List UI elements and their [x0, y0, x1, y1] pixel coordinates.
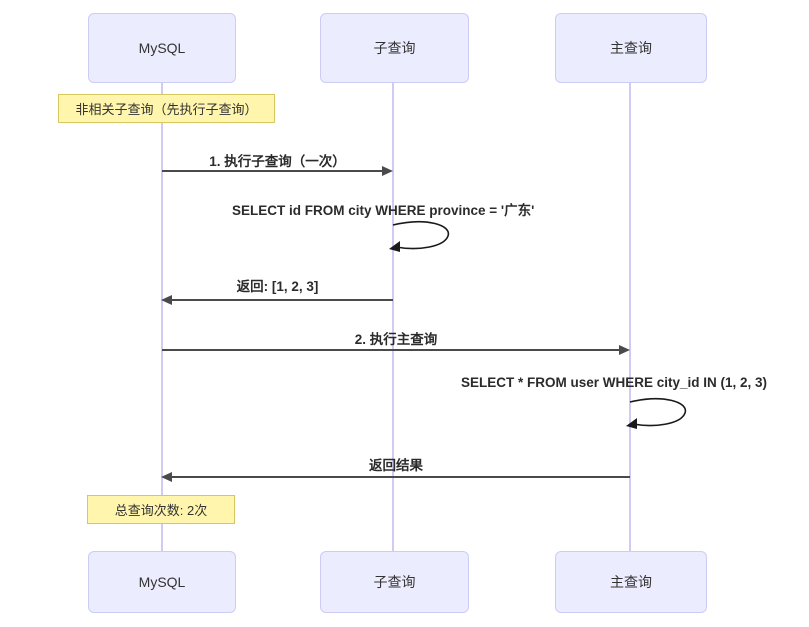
- lifeline-mysql: [161, 83, 163, 553]
- actor-label-subquery-bottom: 子查询: [373, 573, 416, 590]
- message-line-1: [162, 170, 387, 172]
- actor-box-top-mysql[interactable]: MySQL: [88, 13, 236, 83]
- message-2-text: SELECT id FROM city WHERE province = '广东…: [232, 203, 535, 218]
- note-top-text: 非相关子查询（先执行子查询）: [75, 102, 258, 117]
- actor-label-mysql-bottom: MySQL: [138, 573, 186, 590]
- message-label-5: SELECT * FROM user WHERE city_id IN (1, …: [461, 375, 767, 390]
- message-arrowhead-6: [161, 471, 172, 482]
- actor-label-mainquery-bottom: 主查询: [610, 573, 652, 590]
- actor-label-mysql-top: MySQL: [138, 39, 186, 56]
- self-loop-subquery: [389, 221, 450, 252]
- message-6-text: 返回结果: [369, 458, 423, 473]
- actor-box-bottom-subquery[interactable]: 子查询: [320, 551, 469, 613]
- message-line-6: [172, 476, 630, 478]
- message-label-4: 2. 执行主查询: [162, 328, 630, 348]
- message-label-3: 返回: [1, 2, 3]: [162, 275, 393, 295]
- message-arrowhead-1: [382, 165, 393, 176]
- actor-box-bottom-mainquery[interactable]: 主查询: [555, 551, 707, 613]
- message-4-text: 2. 执行主查询: [354, 332, 438, 347]
- message-line-3: [172, 299, 393, 301]
- message-line-4: [162, 349, 624, 351]
- message-label-6: 返回结果: [162, 454, 630, 474]
- note-bottom-text: 总查询次数: 2次: [114, 503, 208, 518]
- message-3-text: 返回: [1, 2, 3]: [236, 279, 319, 294]
- message-arrowhead-4: [619, 344, 630, 355]
- actor-box-top-subquery[interactable]: 子查询: [320, 13, 469, 83]
- self-loop-mainquery: [626, 398, 687, 429]
- actor-label-mainquery-top: 主查询: [610, 39, 652, 56]
- note-noncorrelated-subquery: 非相关子查询（先执行子查询）: [58, 94, 275, 123]
- note-total-query-count: 总查询次数: 2次: [87, 495, 235, 524]
- message-label-1: 1. 执行子查询（一次）: [162, 150, 393, 170]
- message-5-text: SELECT * FROM user WHERE city_id IN (1, …: [461, 375, 768, 390]
- lifeline-subquery: [392, 83, 394, 553]
- actor-label-subquery-top: 子查询: [373, 39, 416, 56]
- actor-box-top-mainquery[interactable]: 主查询: [555, 13, 707, 83]
- actor-box-bottom-mysql[interactable]: MySQL: [88, 551, 236, 613]
- lifeline-mainquery: [629, 83, 631, 553]
- message-arrowhead-3: [161, 294, 172, 305]
- message-label-2: SELECT id FROM city WHERE province = '广东…: [232, 199, 534, 219]
- message-1-text: 1. 执行子查询（一次）: [209, 154, 346, 169]
